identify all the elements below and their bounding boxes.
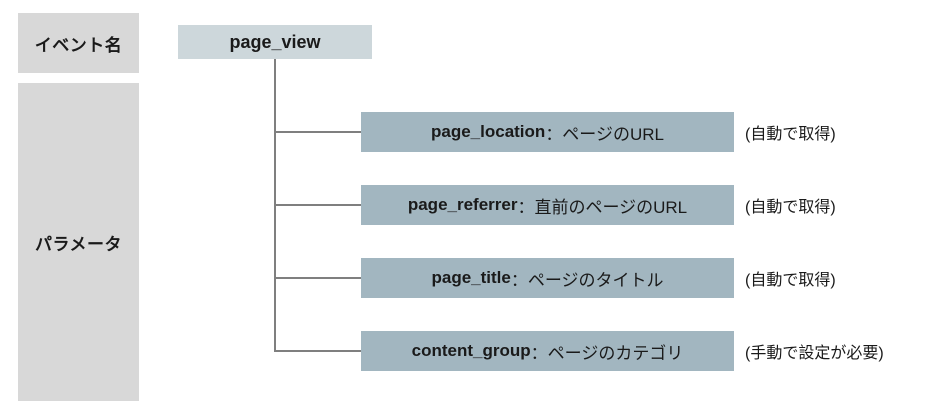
parameter-note: (自動で取得) (745, 272, 836, 289)
branch-line-4 (275, 350, 362, 352)
branch-line-1 (275, 131, 362, 133)
parameters-label: パラメータ (18, 83, 139, 401)
parameter-note: (自動で取得) (745, 199, 836, 216)
parameter-node-page-title: page_title：ページのタイトル (361, 258, 734, 298)
parameter-note: (手動で設定が必要) (745, 345, 884, 362)
parameter-description: ：ページのタイトル (510, 270, 664, 290)
parameter-name: page_title (431, 268, 511, 287)
tree-trunk-line (274, 59, 276, 352)
event-name-label: イベント名 (18, 13, 139, 73)
parameter-node-page-referrer: page_referrer：直前のページのURL (361, 185, 734, 225)
parameter-name: page_referrer (407, 195, 518, 214)
parameter-name: page_location (431, 122, 546, 141)
parameter-note: (自動で取得) (745, 126, 836, 143)
parameter-node-content-group: content_group：ページのカテゴリ (361, 331, 734, 371)
parameter-description: ：ページのカテゴリ (530, 343, 684, 363)
parameter-node-page-location: page_location：ページのURL (361, 112, 734, 152)
parameter-description: ：直前のページのURL (517, 197, 688, 217)
parameter-description: ：ページのURL (545, 124, 664, 144)
branch-line-2 (275, 204, 362, 206)
branch-line-3 (275, 277, 362, 279)
parameter-name: content_group (411, 341, 531, 360)
event-node-page-view: page_view (178, 25, 372, 59)
